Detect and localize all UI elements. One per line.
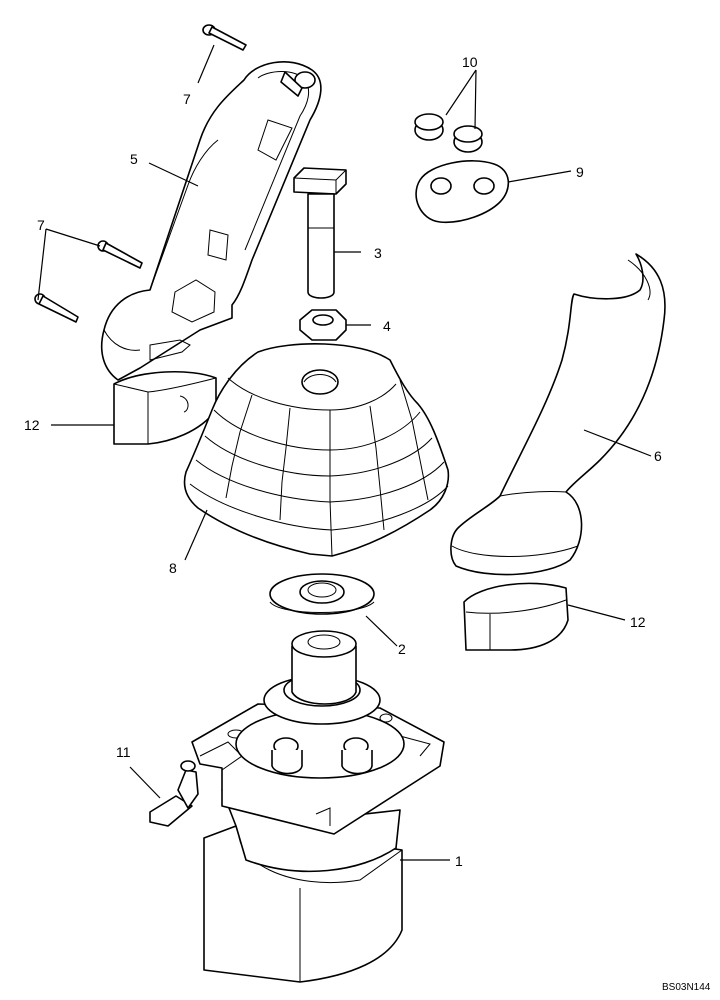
callout-10: 10: [462, 54, 478, 70]
callout-7-top: 7: [183, 91, 191, 107]
part-12-block-left: [113, 371, 217, 445]
callout-5: 5: [130, 151, 138, 167]
callout-2: 2: [398, 641, 406, 657]
part-11-connector: [149, 760, 199, 827]
part-3-bolt: [293, 167, 347, 299]
callout-11: 11: [116, 744, 131, 760]
part-7-screw-left-lower: [34, 293, 79, 323]
callout-12-left: 12: [24, 417, 40, 433]
callout-9: 9: [576, 164, 584, 180]
part-9-plate: [415, 160, 510, 224]
part-7-screw-left-upper: [97, 240, 143, 269]
part-1-base-assembly: [191, 630, 445, 983]
part-7-screw-top: [202, 24, 247, 51]
part-2-washer: [269, 573, 375, 615]
part-4-nut: [299, 309, 347, 341]
callout-6: 6: [654, 448, 662, 464]
part-6-grip-right: [450, 253, 666, 576]
callout-12-right: 12: [630, 614, 646, 630]
part-10-caps: [414, 113, 483, 153]
drawing-code: BS03N144: [662, 982, 711, 993]
callout-1: 1: [455, 853, 463, 869]
part-12-block-right: [463, 582, 569, 651]
callouts: 7 5 7 3 4 10 9 12 6 8 2 12 11 1: [24, 54, 662, 869]
callout-4: 4: [383, 318, 391, 334]
leader-lines: [37, 44, 652, 861]
part-5-grip-shell: [100, 61, 322, 381]
callout-8: 8: [169, 560, 177, 576]
callout-7-left: 7: [37, 217, 45, 233]
callout-3: 3: [374, 245, 382, 261]
part-8-boot: [183, 343, 450, 557]
